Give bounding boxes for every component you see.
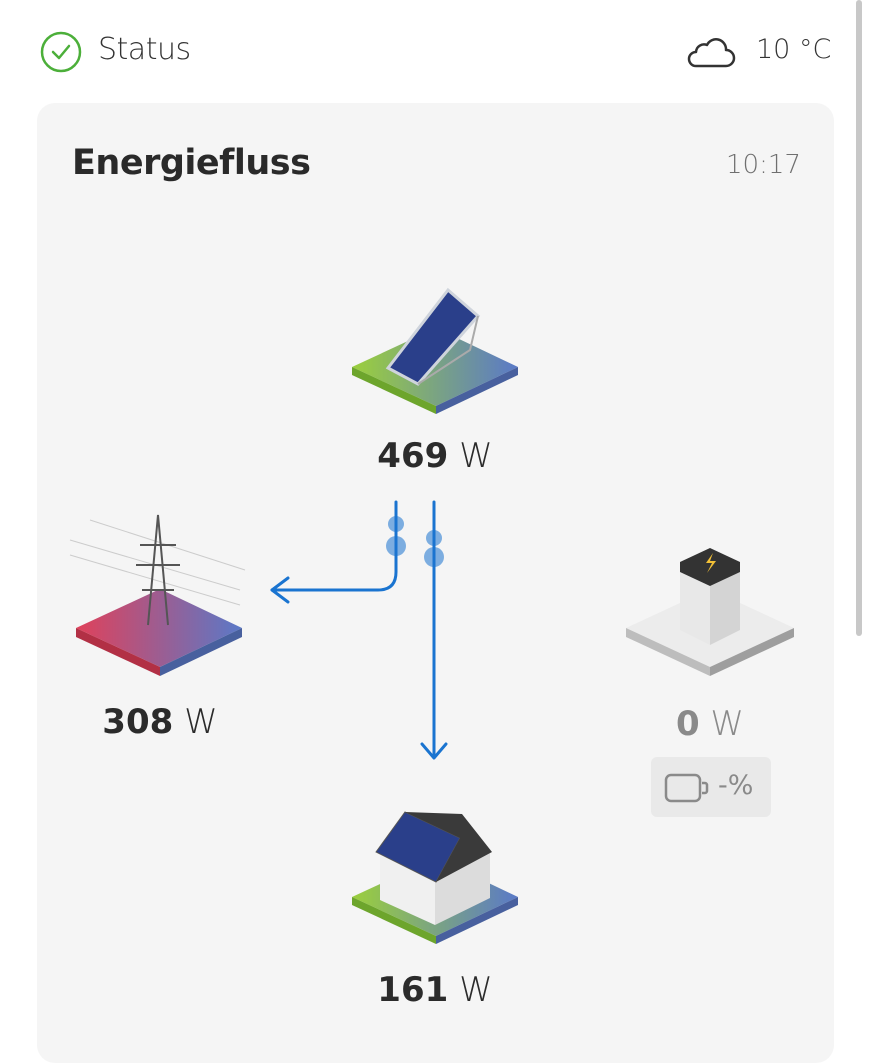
- card-time: 10:17: [726, 150, 801, 180]
- temperature: 10 °C: [756, 34, 832, 65]
- status-label[interactable]: Status: [98, 32, 191, 67]
- battery-power-value[interactable]: 0 W: [610, 704, 810, 744]
- grid-unit: W: [184, 702, 218, 742]
- house-unit: W: [459, 970, 493, 1010]
- solar-value: 469: [377, 436, 449, 476]
- flow-arrow-solar-to-grid: [270, 500, 398, 604]
- solar-unit: W: [459, 436, 493, 476]
- solar-panel-icon: [352, 287, 518, 414]
- grid-power-value[interactable]: 308 W: [60, 702, 260, 742]
- battery-storage-icon: [626, 548, 794, 676]
- battery-unit: W: [710, 704, 745, 744]
- power-grid-icon: [69, 514, 246, 676]
- grid-value: 308: [102, 702, 174, 742]
- cloud-icon: [687, 38, 736, 68]
- flow-dots: [386, 516, 444, 567]
- battery-value: 0: [675, 704, 700, 744]
- battery-charge-badge: [651, 757, 771, 817]
- house-value: 161: [377, 970, 449, 1010]
- house-power-value[interactable]: 161 W: [335, 970, 535, 1010]
- energy-flow-diagram: [69, 287, 794, 944]
- battery-level-icon: [664, 773, 709, 803]
- scrollbar[interactable]: [856, 0, 862, 636]
- battery-charge-percent: -%: [718, 770, 754, 801]
- card-title: Energiefluss: [72, 143, 311, 183]
- check-circle-icon: [40, 31, 82, 73]
- solar-power-value[interactable]: 469 W: [335, 436, 535, 476]
- house-icon: [352, 811, 518, 944]
